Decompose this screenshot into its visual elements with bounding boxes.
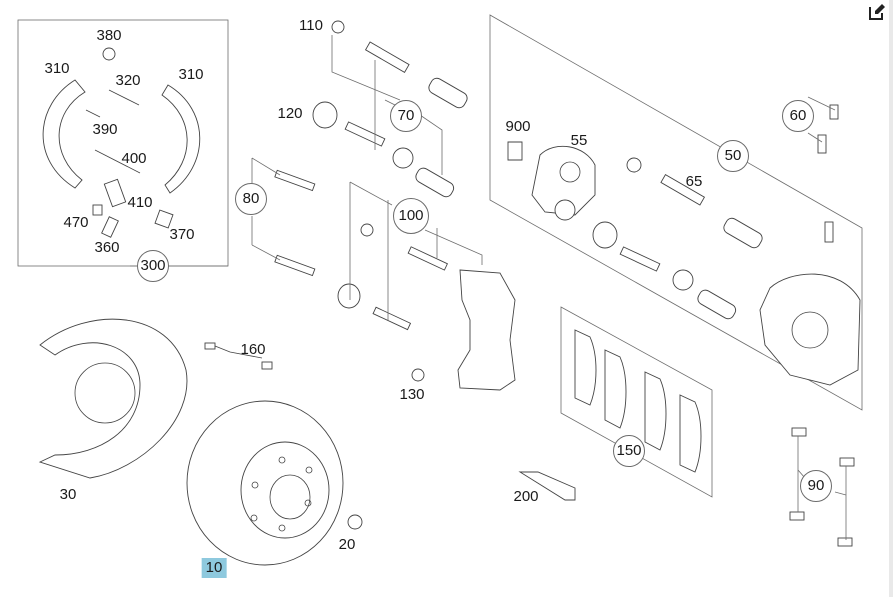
- callout-380[interactable]: 380: [96, 27, 122, 44]
- dust-shield: [38, 318, 188, 479]
- cap-100: [360, 223, 374, 237]
- edit-button[interactable]: [867, 2, 887, 22]
- callout-150[interactable]: 150: [613, 435, 645, 467]
- adjuster-wheel: [102, 47, 116, 61]
- connector-900: [507, 141, 523, 161]
- caliper-housing: [759, 273, 861, 386]
- bolt-100: [372, 306, 412, 331]
- callout-50[interactable]: 50: [717, 140, 749, 172]
- brake-shoe-left: [42, 79, 86, 189]
- callout-130[interactable]: 130: [399, 386, 425, 403]
- cap-110: [331, 20, 345, 34]
- callout-360[interactable]: 360: [94, 239, 120, 256]
- part-360: [101, 216, 119, 238]
- callout-20[interactable]: 20: [338, 536, 356, 553]
- wear-sensor-tip: [261, 361, 273, 370]
- guide-pin-100: [407, 246, 448, 271]
- spring-400: [94, 149, 141, 174]
- edit-icon: [869, 4, 885, 20]
- brake-disc-center: [269, 474, 311, 520]
- grease-tube: [518, 471, 576, 501]
- bolt-130: [411, 368, 425, 382]
- callout-55[interactable]: 55: [570, 132, 588, 149]
- callout-100[interactable]: 100: [393, 198, 429, 234]
- brake-pad-3: [644, 371, 667, 451]
- bushing-50: [672, 269, 694, 291]
- callout-65[interactable]: 65: [685, 173, 703, 190]
- bushing-70: [392, 147, 414, 169]
- callout-310-left[interactable]: 310: [44, 60, 70, 77]
- callout-310-right[interactable]: 310: [178, 66, 204, 83]
- callout-90[interactable]: 90: [800, 470, 832, 502]
- callout-390[interactable]: 390: [92, 121, 118, 138]
- dust-shield-inner: [74, 362, 136, 424]
- brake-pad-4: [679, 394, 702, 473]
- vertical-scrollbar[interactable]: [889, 0, 893, 597]
- callout-300[interactable]: 300: [137, 250, 169, 282]
- guide-pin-65: [660, 174, 706, 206]
- callout-120[interactable]: 120: [277, 105, 303, 122]
- callout-70[interactable]: 70: [390, 100, 422, 132]
- piston-50: [697, 289, 737, 320]
- callout-60[interactable]: 60: [782, 100, 814, 132]
- callout-470[interactable]: 470: [63, 214, 89, 231]
- callout-160[interactable]: 160: [240, 341, 266, 358]
- sleeve-70: [428, 77, 468, 109]
- bolt-50: [619, 246, 661, 272]
- callout-400[interactable]: 400: [121, 150, 147, 167]
- lever-410: [103, 178, 127, 208]
- brake-disc-hub: [240, 441, 330, 539]
- part-370: [154, 209, 174, 229]
- guide-pin-70: [364, 41, 410, 73]
- callout-80[interactable]: 80: [235, 183, 267, 215]
- sleeve-50: [723, 217, 763, 249]
- callout-900[interactable]: 900: [505, 118, 531, 135]
- bolt-70: [344, 121, 386, 147]
- screw-20: [347, 514, 363, 530]
- caliper-bracket: [457, 269, 516, 391]
- callout-370[interactable]: 370: [169, 226, 195, 243]
- callout-320[interactable]: 320: [115, 72, 141, 89]
- callout-30[interactable]: 30: [59, 486, 77, 503]
- wear-sensor-wire: [214, 345, 263, 359]
- piston-70: [415, 167, 455, 198]
- boot-50: [592, 221, 618, 249]
- boot-100: [337, 283, 361, 309]
- callout-110[interactable]: 110: [299, 17, 323, 34]
- group-box-150: [560, 306, 713, 498]
- spring-390: [85, 109, 101, 118]
- cap-50: [626, 157, 642, 173]
- brake-pad-2: [604, 349, 627, 429]
- boot-120: [312, 101, 338, 129]
- group-box-300: [17, 19, 229, 267]
- brake-pad-1: [574, 329, 597, 406]
- callout-200[interactable]: 200: [513, 488, 539, 505]
- bleeder-valve: [824, 221, 834, 243]
- callout-10[interactable]: 10: [201, 558, 227, 578]
- part-470: [92, 204, 103, 216]
- wear-sensor-plug: [204, 342, 216, 350]
- callout-410[interactable]: 410: [127, 194, 153, 211]
- brake-shoe-right: [161, 84, 201, 194]
- spring-320: [108, 89, 140, 106]
